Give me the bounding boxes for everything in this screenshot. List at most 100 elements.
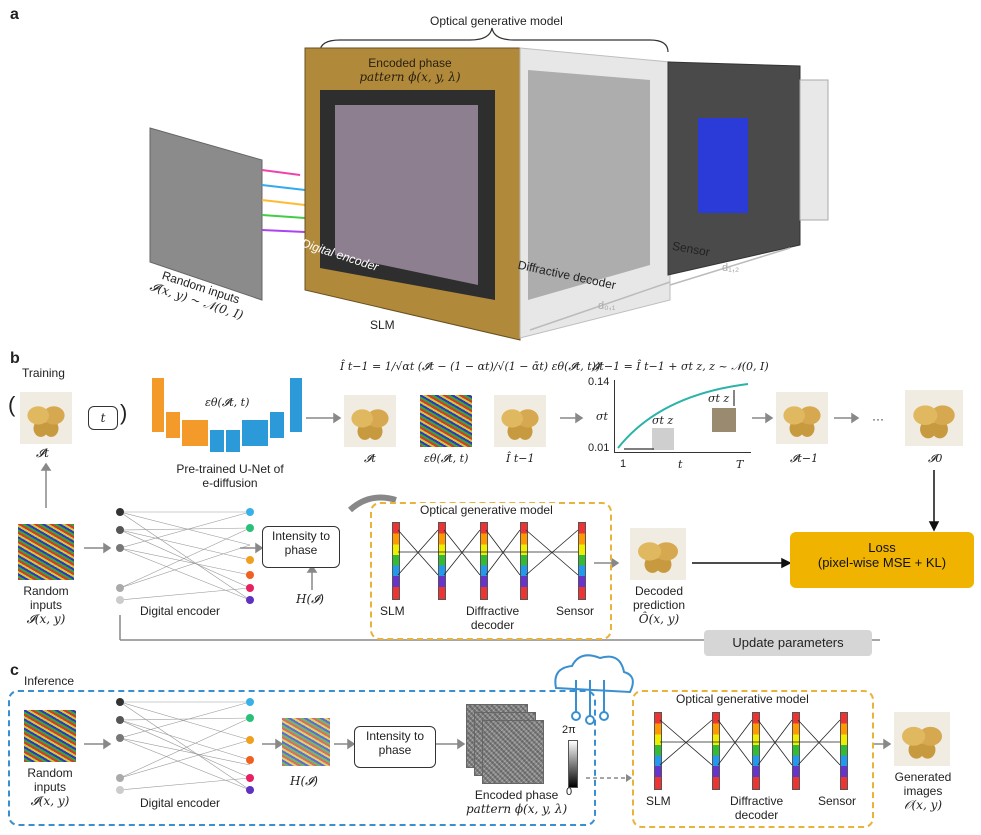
image-it-minus-1 <box>776 392 828 444</box>
d12-arrow <box>669 247 791 286</box>
decoded-prediction-image <box>630 528 686 580</box>
plot-sz1: σt z <box>652 414 674 427</box>
ogm-c-slm: SLM <box>646 794 671 808</box>
sigma-plot-axes <box>614 380 751 453</box>
ogm-b-col-1 <box>392 522 400 600</box>
random-input-image-c <box>24 710 76 762</box>
phase-pattern-stack-3 <box>482 720 544 784</box>
slm-screen <box>335 105 478 285</box>
generated-images-label: Generated images 𝒪(x, y) <box>894 770 952 812</box>
digital-encoder-label-c: Digital encoder <box>140 796 221 810</box>
ogm-c-col-4 <box>792 712 800 790</box>
plot-ymin: 0.01 <box>588 442 610 454</box>
timestep-box: t <box>88 406 118 430</box>
plot-ylabel: σt <box>596 410 608 423</box>
digital-encoder-label-b: Digital encoder <box>140 604 221 618</box>
plot-xt: t <box>678 458 683 471</box>
ogm-b-col-4 <box>520 522 528 600</box>
unet-eps-label: εθ(𝓘t, t) <box>205 396 250 409</box>
random-input-image <box>18 524 74 580</box>
panel-a-letter: a <box>10 6 19 23</box>
plot-x1: 1 <box>620 458 627 470</box>
intensity-to-phase-box-c: Intensity to phase <box>354 726 436 768</box>
plot-xT: T <box>736 458 744 471</box>
ogm-b-col-2 <box>438 522 446 600</box>
random-inputs-label-c: Random inputs 𝓘(x, y) <box>27 766 73 808</box>
loss-box: Loss (pixel-wise MSE + KL) <box>790 532 974 588</box>
generated-image <box>894 712 950 766</box>
h-i-image-c <box>282 718 330 766</box>
ogm-c-col-2 <box>712 712 720 790</box>
unet-bar-4 <box>210 430 224 452</box>
ogm-c-col-3 <box>752 712 760 790</box>
unet-caption: Pre-trained U-Net of e-diffusion <box>176 462 284 490</box>
label-it: 𝓘t <box>364 452 376 465</box>
inference-label: Inference <box>24 674 75 688</box>
image-noise-eps <box>420 395 472 447</box>
phase-colorbar <box>568 740 578 788</box>
ogm-b-diffractive: Diffractive decoder <box>466 604 520 632</box>
light-beams <box>261 169 306 233</box>
d12-label: d₁,₂ <box>722 262 740 274</box>
label-eps: εθ(𝓘t, t) <box>424 452 469 465</box>
label-ihat: Î t−1 <box>506 452 535 465</box>
unet-bar-5 <box>226 430 240 452</box>
h-i-label-b: H(𝓘) <box>296 592 324 606</box>
model-brace <box>319 27 669 53</box>
panel-c-letter: c <box>10 662 19 679</box>
open-paren: ( <box>8 392 16 417</box>
unet-bar-7 <box>270 412 284 438</box>
close-paren: ) <box>120 400 128 425</box>
d01-arrow <box>529 281 671 331</box>
plot-ymax: 0.14 <box>588 376 610 388</box>
ogm-b-col-3 <box>480 522 488 600</box>
ogm-b-slm: SLM <box>380 604 405 618</box>
two-pi-label: 2π <box>562 724 576 736</box>
noisy-image-it <box>20 392 72 444</box>
training-label: Training <box>22 366 65 380</box>
inference-box <box>8 690 596 826</box>
ogm-c-col-1 <box>654 712 662 790</box>
decoded-prediction-label: Decoded prediction Ô(x, y) <box>632 584 686 626</box>
h-i-label-c: H(𝓘) <box>290 774 318 788</box>
update-parameters-box: Update parameters <box>704 630 872 656</box>
unet-bar-6 <box>242 420 268 446</box>
image-it <box>344 395 396 447</box>
unet-bar-2 <box>166 412 180 438</box>
image-i0 <box>905 390 963 446</box>
ogm-title-b: Optical generative model <box>416 503 557 517</box>
encoded-phase-label: Encoded phase pattern ϕ(x, y, λ) <box>359 56 461 84</box>
random-input-sheet <box>149 127 263 301</box>
unet-bar-1 <box>152 378 164 432</box>
panel-b-letter: b <box>10 350 20 367</box>
ogm-c-diffractive: Diffractive decoder <box>730 794 784 822</box>
ogm-b-col-5 <box>578 522 586 600</box>
sampling-equation: 𝓘t−1 = Î t−1 + σt z, z ~ 𝒩(0, I) <box>592 360 769 373</box>
unet-bar-8 <box>290 378 302 432</box>
denoise-equation: Î t−1 = 1/√αt (𝓘t − (1 − αt)/√(1 − ᾱt) ε… <box>340 360 601 373</box>
plot-sz2: σt z <box>708 392 730 405</box>
optical-generative-model-title: Optical generative model <box>430 14 563 28</box>
random-inputs-label-b: Random inputs 𝓘(x, y) <box>23 584 69 626</box>
intensity-to-phase-box-b: Intensity to phase <box>262 526 340 568</box>
diffractive-decoder-pattern <box>528 70 650 300</box>
sensor-chip <box>698 118 748 213</box>
sensor-side <box>799 79 829 221</box>
d01-label: d₀,₁ <box>598 300 616 312</box>
ogm-c-sensor: Sensor <box>818 794 857 808</box>
encoded-phase-label-c: Encoded phase pattern ϕ(x, y, λ) <box>466 788 568 816</box>
image-ihat <box>494 395 546 447</box>
it-label: 𝓘t <box>36 446 49 460</box>
label-it-minus-1: 𝓘t−1 <box>790 452 819 465</box>
slm-label: SLM <box>370 318 395 332</box>
ogm-b-sensor: Sensor <box>556 604 595 618</box>
ellipsis: ··· <box>872 412 884 426</box>
zero-label: 0 <box>566 786 573 798</box>
unet-bar-3 <box>182 420 208 446</box>
